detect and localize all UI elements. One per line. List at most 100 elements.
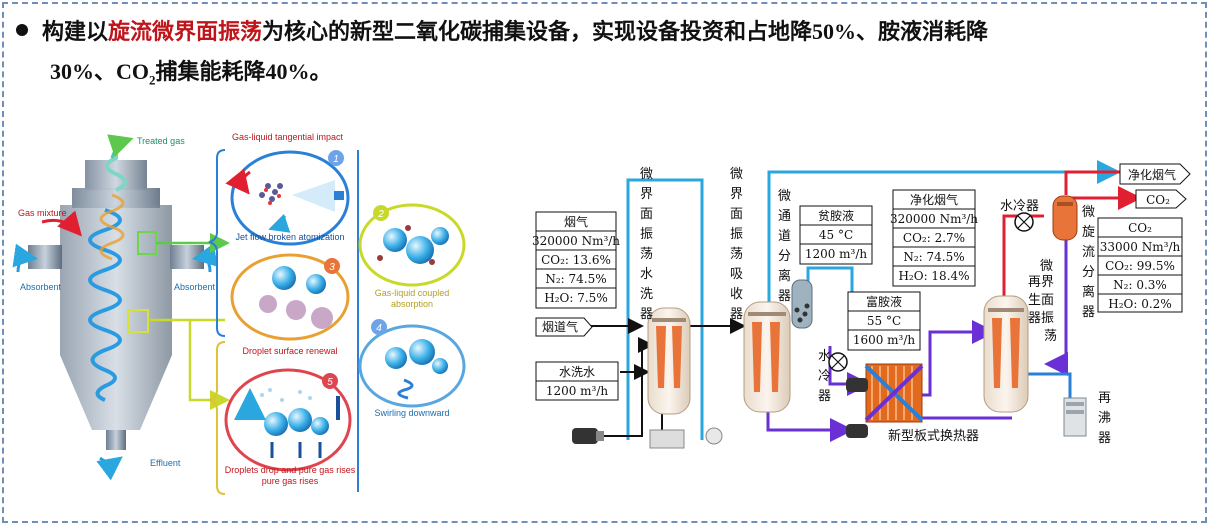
svg-text:冷: 冷 — [818, 369, 831, 384]
cooler-1 — [828, 352, 848, 372]
clean-gas-title: 净化烟气 — [910, 192, 958, 207]
absorbent-right-arrow — [192, 243, 218, 273]
regenerator-tower — [983, 295, 1029, 413]
co2-outlet-label: CO₂ — [1146, 193, 1170, 207]
svg-text:微: 微 — [1082, 205, 1095, 220]
headline-number: 30% — [50, 59, 94, 84]
gas-mixture-label: Gas mixture — [18, 208, 67, 218]
panel-5-caption-line1: Droplets drop and pure gas rises — [225, 465, 356, 475]
headline-text: 。 — [309, 60, 332, 85]
wash-to-absorber-line — [626, 178, 704, 440]
blue-brace — [208, 149, 226, 337]
absorbent-left-arrow — [12, 243, 38, 273]
co2-product-box: CO₂ 33000 Nm³/h CO₂: 99.5% N₂: 0.3% H₂O:… — [1097, 217, 1183, 313]
panel-2: 2 Gas-liquid coupled absorption — [358, 203, 466, 309]
wash-recycle-line — [598, 337, 654, 437]
svg-text:振: 振 — [640, 227, 653, 242]
reboiler-label: 再沸器 — [1098, 391, 1111, 446]
co2-outlet: CO₂ — [1135, 189, 1187, 209]
co2-box-h2o: H₂O: 0.2% — [1108, 297, 1171, 311]
headline-text: 、 — [94, 60, 117, 85]
svg-text:流: 流 — [1082, 245, 1095, 260]
rich-amine-box: 富胺液 55 °C 1600 m³/h — [847, 291, 921, 351]
svg-text:界: 界 — [730, 187, 743, 202]
rich-to-hx — [766, 412, 854, 442]
flue-gas-h2o: H₂O: 7.5% — [544, 291, 607, 305]
yellow-connector — [148, 318, 230, 410]
absorbent-right-label: Absorbent — [174, 282, 216, 292]
svg-text:振: 振 — [730, 227, 743, 242]
flue-gas-box: 烟气 320000 Nm³/h CO₂: 13.6% N₂: 74.5% H₂O… — [532, 211, 620, 309]
heat-exchanger-label: 新型板式换热器 — [888, 428, 979, 444]
clean-gas-line — [767, 160, 1121, 320]
svg-text:荡: 荡 — [730, 247, 743, 262]
flue-gas-inlet: 烟道气 — [535, 317, 593, 337]
yellow-brace — [208, 341, 226, 495]
rich-temp: 55 °C — [867, 314, 901, 328]
svg-text:通: 通 — [778, 209, 791, 224]
pump-bottom — [649, 427, 723, 449]
svg-text:离: 离 — [1082, 284, 1095, 300]
svg-text:离: 离 — [778, 268, 791, 284]
wash-tower — [647, 307, 691, 415]
panel-5: 5 Droplets drop and pure gas rises — [224, 368, 356, 475]
reboiler — [1063, 397, 1087, 437]
svg-text:微: 微 — [1040, 259, 1053, 274]
svg-text:沸: 沸 — [1098, 411, 1111, 426]
panel-4: 4 Swirling downward — [358, 319, 466, 418]
cooler-2 — [1014, 212, 1034, 232]
svg-text:水: 水 — [818, 349, 831, 364]
panel-1-caption: Jet flow broken atomization — [235, 232, 344, 242]
svg-text:生面: 生面 — [1028, 293, 1054, 308]
cyclone-reactor — [28, 150, 204, 481]
svg-text:荡: 荡 — [1044, 329, 1057, 344]
pump-wash — [572, 428, 604, 444]
clean-gas-flow: 320000 Nm³/h — [890, 212, 978, 226]
flue-gas-title: 烟气 — [564, 214, 588, 229]
bullet-dot — [16, 24, 28, 36]
headline-text: 为核心的新型二氧化碳捕集设备，实现设备投资和占地降 — [262, 20, 813, 45]
headline-number: 40% — [265, 59, 310, 84]
rich-title: 富胺液 — [866, 294, 902, 309]
headline-text: 捕集能耗降 — [155, 60, 266, 85]
lean-title: 贫胺液 — [818, 208, 854, 223]
headline-text: 构建以 — [42, 20, 109, 45]
svg-text:器: 器 — [778, 289, 791, 304]
panel-4-caption: Swirling downward — [374, 408, 449, 418]
panel-3-caption: Droplet surface renewal — [242, 346, 337, 356]
impact-title: Gas-liquid tangential impact — [232, 132, 344, 142]
lean-amine-box: 贫胺液 45 °C 1200 m³/h — [799, 205, 873, 265]
panel-1: 1 Jet flow broken atomization — [225, 150, 350, 246]
svg-text:再界: 再界 — [1028, 275, 1054, 290]
svg-text:微: 微 — [730, 167, 743, 182]
panel-2-caption-line1: Gas-liquid coupled — [375, 288, 450, 298]
svg-text:水: 水 — [640, 267, 653, 282]
svg-text:面: 面 — [730, 207, 743, 222]
svg-text:器: 器 — [640, 307, 653, 322]
lean-temp: 45 °C — [819, 228, 853, 242]
svg-text:收: 收 — [730, 287, 743, 302]
clean-gas-box: 净化烟气 320000 Nm³/h CO₂: 2.7% N₂: 74.5% H₂… — [890, 189, 978, 287]
plate-heat-exchanger — [864, 363, 924, 423]
svg-text:微: 微 — [778, 189, 791, 204]
treated-gas-label: Treated gas — [137, 136, 185, 146]
clean-gas-co2: CO₂: 2.7% — [903, 231, 965, 245]
panel-2-caption-line2: absorption — [391, 299, 433, 309]
flue-gas-inlet-label: 烟道气 — [542, 319, 578, 334]
lean-loop-line — [806, 266, 854, 340]
gas-mixture-arrow — [41, 210, 82, 237]
panel-2-number: 2 — [377, 209, 384, 220]
headline-highlight: 旋流微界面振荡 — [108, 20, 263, 45]
headline-line-1: 构建以旋流微界面振荡为核心的新型二氧化碳捕集设备，实现设备投资和占地降50%、胺… — [16, 12, 988, 53]
flue-gas-n2: N₂: 74.5% — [545, 272, 606, 286]
treated-gas-arrow — [107, 134, 134, 159]
headline-text: 、胺液消耗降 — [856, 20, 989, 45]
rich-flow: 1600 m³/h — [853, 333, 916, 347]
absorbent-left-label: Absorbent — [20, 282, 62, 292]
svg-text:荡: 荡 — [640, 247, 653, 262]
svg-text:器: 器 — [730, 307, 743, 322]
